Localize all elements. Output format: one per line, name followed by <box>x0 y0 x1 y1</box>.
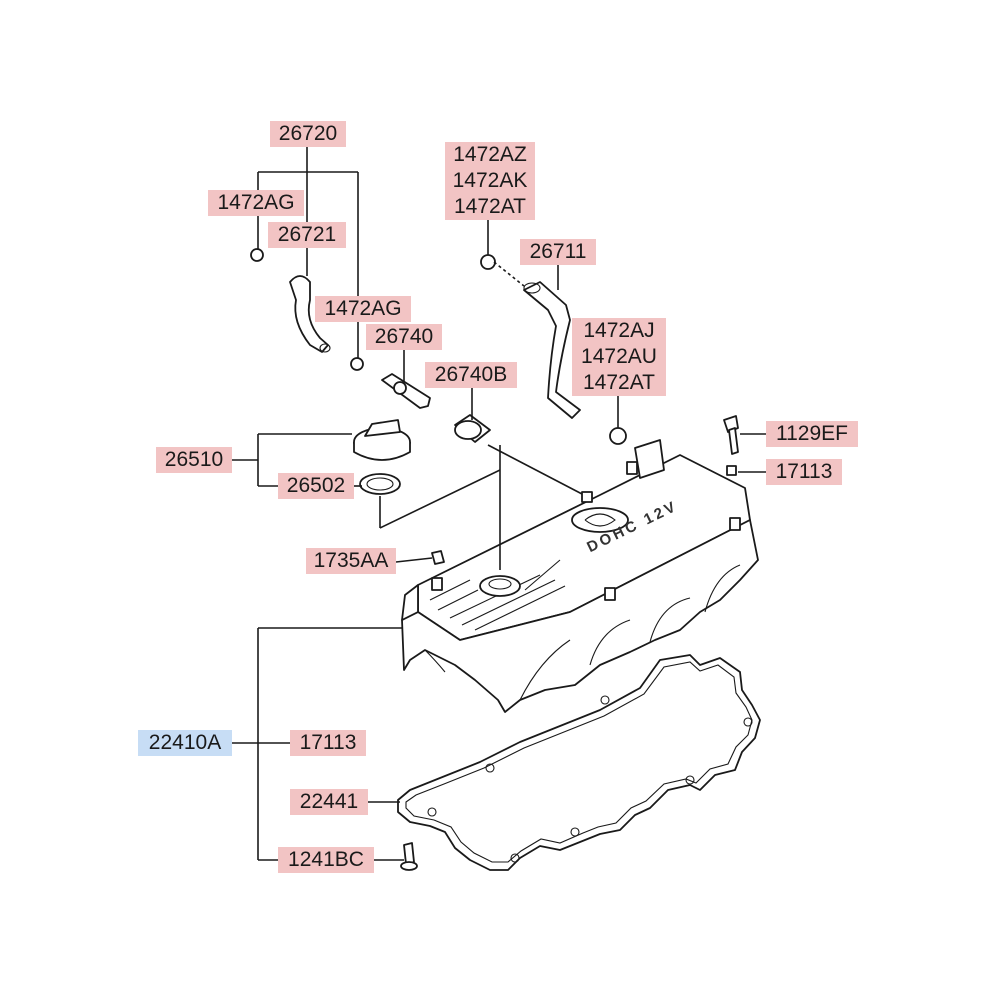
part-label-26502[interactable]: 26502 <box>278 473 354 499</box>
clamp-icon[interactable] <box>480 254 496 270</box>
part-label-1472AK[interactable]: 1472AK <box>445 168 535 194</box>
part-label-26740[interactable]: 26740 <box>366 324 442 350</box>
nut-icon[interactable] <box>431 550 445 565</box>
rocker-cover-icon[interactable] <box>401 439 759 713</box>
part-label-1241BC[interactable]: 1241BC <box>278 847 374 873</box>
part-label-1472AG[interactable]: 1472AG <box>208 190 304 216</box>
part-label-1472AT[interactable]: 1472AT <box>445 194 535 220</box>
part-label-22410A-selected[interactable]: 22410A <box>138 730 232 756</box>
part-label-26720[interactable]: 26720 <box>270 121 346 147</box>
part-label-1472AT[interactable]: 1472AT <box>572 370 666 396</box>
pcv-valve-icon[interactable] <box>381 373 431 409</box>
part-label-1735AA[interactable]: 1735AA <box>306 548 396 574</box>
oil-filler-cap-icon[interactable] <box>353 419 411 461</box>
grommet-icon[interactable] <box>454 414 491 443</box>
hyundai-logo-icon <box>571 507 629 533</box>
part-label-22441[interactable]: 22441 <box>290 789 368 815</box>
part-label-1472AJ[interactable]: 1472AJ <box>572 318 666 344</box>
part-label-26740B[interactable]: 26740B <box>425 362 517 388</box>
part-label-1472AU[interactable]: 1472AU <box>572 344 666 370</box>
leader-lines <box>232 146 766 861</box>
part-label-1472AZ[interactable]: 1472AZ <box>445 142 535 168</box>
clamp-icon[interactable] <box>350 357 364 371</box>
cover-gasket-icon[interactable] <box>397 654 761 871</box>
hose-icon[interactable] <box>289 275 331 353</box>
bolt-icon[interactable] <box>400 842 418 871</box>
part-label-26721[interactable]: 26721 <box>268 222 346 248</box>
gasket-ring-icon[interactable] <box>359 473 401 495</box>
part-label-26510[interactable]: 26510 <box>156 447 232 473</box>
part-label-17113[interactable]: 17113 <box>290 730 366 756</box>
clamp-icon[interactable] <box>609 427 627 445</box>
hose-icon[interactable] <box>523 281 581 419</box>
part-label-26711[interactable]: 26711 <box>520 239 596 265</box>
clamp-icon[interactable] <box>250 248 264 262</box>
part-label-1472AG[interactable]: 1472AG <box>315 296 411 322</box>
nut-icon[interactable] <box>726 465 737 476</box>
bolt-icon[interactable] <box>723 415 739 455</box>
part-label-17113[interactable]: 17113 <box>766 459 842 485</box>
part-label-1129EF[interactable]: 1129EF <box>766 421 858 447</box>
